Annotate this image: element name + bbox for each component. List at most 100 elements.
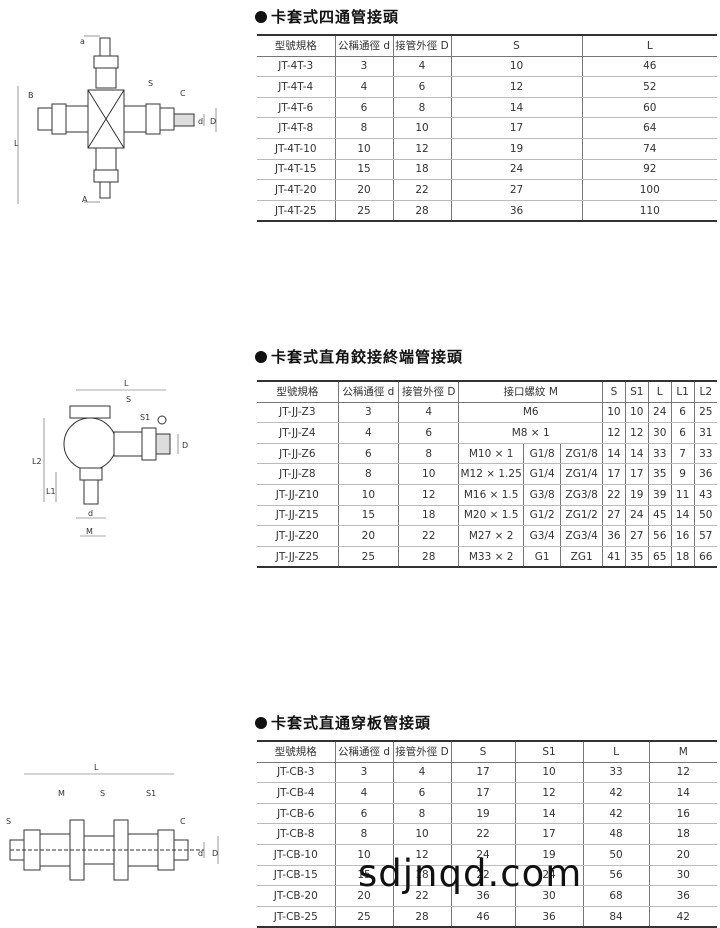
table-cell: 22 [450,865,516,887]
table-cell: 10 [601,402,626,424]
table-cell: 17 [450,782,516,804]
table-cell: 28 [398,546,460,569]
table-cell: 11 [670,484,695,506]
table-cell: 48 [582,823,650,845]
table-cell: 8 [334,117,394,139]
table-cell: JT-4T-20 [257,179,336,201]
diagram-label: d [198,849,203,858]
table-cell: JT-CB-3 [257,762,336,784]
table-cell: 18 [392,159,452,181]
table-header: 公稱通徑 d [337,379,400,403]
table-cell: 9 [670,463,695,485]
table-header-row: 型號規格 公稱通徑 d 接管外徑 D S S1 L M [257,739,717,763]
table-cell: M27 × 2 [458,525,524,547]
table-header: S1 [514,739,584,763]
table-cell: 35 [624,546,649,569]
section-title: 卡套式四通管接頭 [255,6,399,27]
table-cell: ZG3/4 [560,525,603,547]
table-cell: 4 [392,56,452,78]
table-cell: M6 [458,402,603,424]
table-cell: 50 [582,844,650,866]
table-header: L [581,33,717,57]
table-cell: 42 [648,906,717,928]
table-cell: 25 [693,402,717,424]
table-cell: 17 [450,762,516,784]
table-cell: 57 [693,525,717,547]
diagram-label: S [100,789,105,798]
table-cell: 14 [601,443,626,465]
table-header: 接管外徑 D [392,33,452,57]
table-cell: 18 [648,823,717,845]
four-way-connector-diagram: a B S C L d D A [14,34,234,214]
table-cell: JT-JJ-Z6 [257,443,339,465]
table-cell: JT-JJ-Z25 [257,546,339,569]
table-cell: M10 × 1 [458,443,524,465]
diagram-label: D [210,117,216,126]
table-cell: 24 [647,402,672,424]
table-cell: M8 × 1 [458,422,603,444]
table-cell: 41 [601,546,626,569]
table-cell: 27 [624,525,649,547]
table-cell: 20 [337,525,400,547]
table-cell: 30 [514,885,584,907]
table-cell: 6 [392,782,452,804]
table-cell: 52 [581,76,717,98]
table-cell: 12 [398,484,460,506]
banjo-connector-diagram: L S S1 L2 L1 D d M [26,372,206,552]
table-cell: 24 [450,844,516,866]
table-header: S [450,739,516,763]
table-cell: 20 [334,179,394,201]
table-cell: ZG1/2 [560,505,603,527]
diagram-label: S [6,817,11,826]
table-cell: 17 [624,463,649,485]
table-cell: 100 [581,179,717,201]
table-header: 接口螺紋 M [458,379,603,403]
diagram-label: A [82,195,88,204]
table-cell: 12 [601,422,626,444]
table-cell: ZG1/4 [560,463,603,485]
table-header: 型號規格 [257,739,336,763]
diagram-label: C [180,89,186,98]
table-header: L2 [693,379,717,403]
table-cell: 56 [582,865,650,887]
table-cell: 8 [398,443,460,465]
bullet-icon [255,351,267,363]
diagram-label: M [86,527,93,536]
diagram-label: D [182,441,188,450]
table-cell: 14 [648,782,717,804]
table-cell: 10 [392,117,452,139]
table-cell: 7 [670,443,695,465]
table-cell: 22 [601,484,626,506]
bullet-icon [255,11,267,23]
table-cell: 66 [693,546,717,569]
table-cell: 39 [647,484,672,506]
table-cell: G1 [522,546,562,569]
table-cell: 12 [648,762,717,784]
bullet-icon [255,717,267,729]
table-cell: 16 [670,525,695,547]
table-cell: JT-JJ-Z3 [257,402,339,424]
table-cell: 14 [624,443,649,465]
diagram-label: C [180,817,186,826]
table-cell: JT-4T-6 [257,97,336,119]
table-cell: M33 × 2 [458,546,524,569]
table-cell: 20 [648,844,717,866]
table-cell: G1/8 [522,443,562,465]
four-way-connector-drawing: a B S C L d D A [14,35,217,204]
table-cell: 20 [334,885,394,907]
diagram-label: d [198,117,203,126]
table-header-row: 型號規格 公稱通徑 d 接管外徑 D 接口螺紋 M S S1 L L1 L2 [257,379,717,403]
table-cell: JT-4T-15 [257,159,336,181]
table-cell: 10 [334,844,394,866]
diagram-label: S1 [140,413,150,422]
diagram-label: S1 [146,789,156,798]
watermark: sdjnqd.com [358,852,583,895]
